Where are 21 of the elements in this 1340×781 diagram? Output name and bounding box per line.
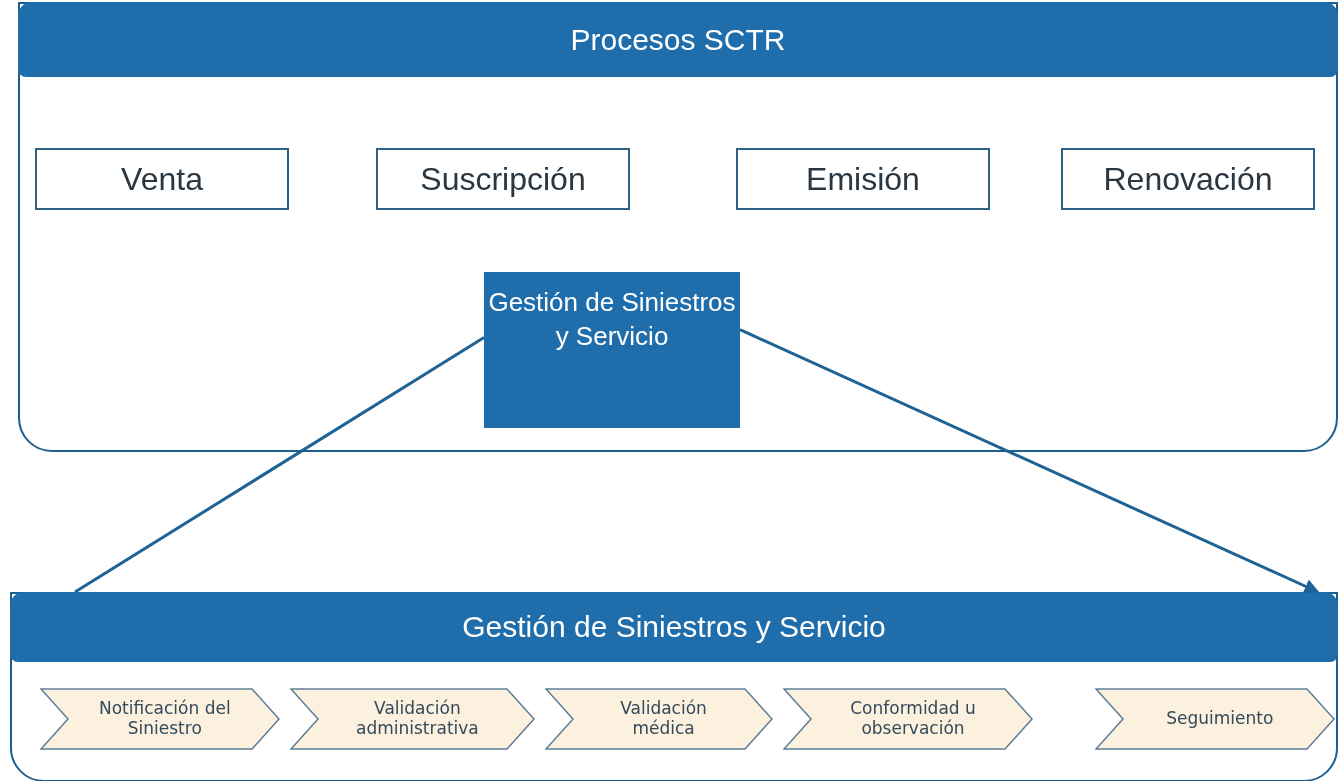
process-box: Venta (35, 148, 289, 210)
connector-line (74, 336, 485, 594)
process-box: Emisión (736, 148, 990, 210)
process-step-banner (1095, 688, 1335, 750)
panel-title: Gestión de Siniestros y Servicio (10, 592, 1338, 662)
arrow (739, 328, 1320, 594)
step-label: Notificación del Siniestro (98, 697, 232, 740)
process-box: Renovación (1061, 148, 1315, 210)
step-label: Conformidad u observación (849, 697, 977, 740)
step-label: Validación médica (619, 697, 708, 740)
process-step-banner (783, 688, 1033, 750)
highlighted-process-box: Gestión de Siniestros y Servicio (484, 272, 740, 428)
process-panel (10, 592, 1338, 781)
process-step-banner (40, 688, 280, 750)
process-step-banner (545, 688, 773, 750)
process-box: Suscripción (376, 148, 630, 210)
step-label: Seguimiento (1165, 707, 1275, 731)
panel-title: Procesos SCTR (18, 2, 1338, 77)
step-label: Validación administrativa (355, 697, 480, 740)
process-panel (18, 2, 1338, 452)
process-step-banner (290, 688, 535, 750)
